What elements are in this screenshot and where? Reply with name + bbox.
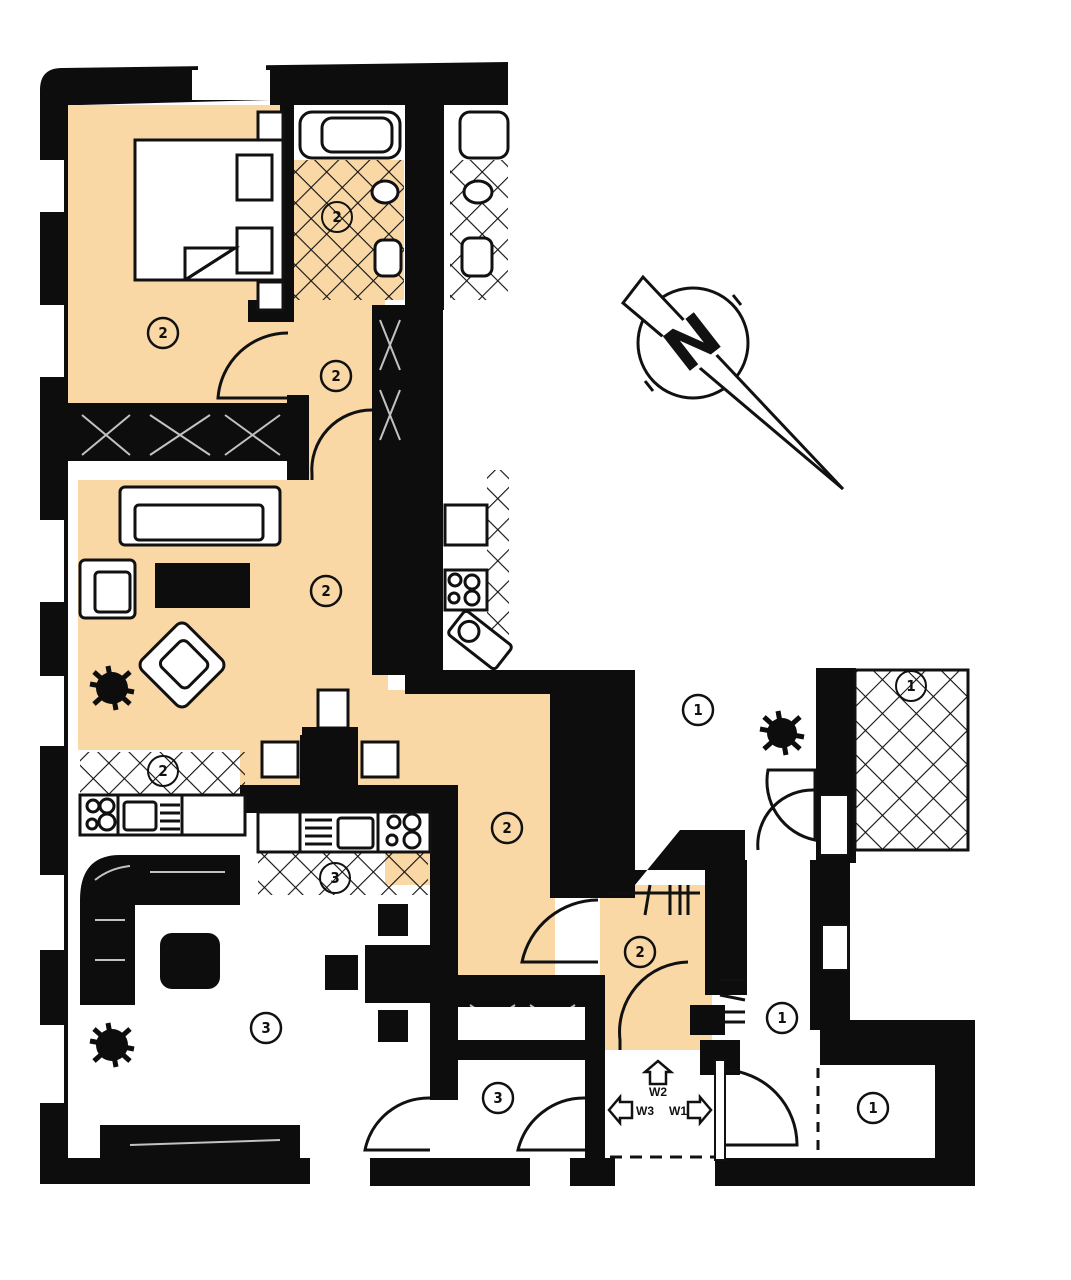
- plant-icon: [89, 665, 135, 711]
- entrance-arrow-icon: [686, 1093, 713, 1127]
- svg-text:2: 2: [158, 324, 167, 342]
- svg-text:W2: W2: [649, 1085, 667, 1099]
- windows: [714, 794, 849, 1161]
- bathroom-unit1-tiles: [855, 670, 968, 850]
- room-marker: 1: [681, 693, 715, 727]
- neighbour-kitchen-tiles: [487, 470, 509, 660]
- furniture: [78, 110, 513, 854]
- door-bedroom: [216, 331, 289, 400]
- entrance-arrow-icon: [607, 1093, 634, 1127]
- svg-text:3: 3: [330, 869, 339, 887]
- kitchen-unit3-tiles: [258, 850, 428, 895]
- room-marker: 2: [321, 201, 353, 233]
- svg-text:1: 1: [868, 1099, 877, 1117]
- room-marker: 2: [309, 574, 343, 608]
- dark-furniture: [80, 563, 408, 1160]
- table-unit3: [160, 933, 220, 989]
- door-living: [310, 408, 373, 480]
- north-arrow-icon: N: [620, 274, 845, 491]
- room-marker: 2: [319, 359, 353, 393]
- svg-text:2: 2: [158, 762, 167, 780]
- svg-text:1: 1: [777, 1009, 786, 1027]
- svg-text:1: 1: [906, 677, 915, 695]
- toilet: [370, 179, 400, 205]
- door-closet-inner: [618, 960, 689, 1050]
- door-unit3-entry: [516, 1096, 586, 1152]
- room-marker: 1: [765, 1001, 799, 1035]
- room-marker: 3: [481, 1081, 515, 1115]
- svg-text:3: 3: [261, 1019, 270, 1037]
- door-unit1-entry: [724, 1068, 799, 1147]
- svg-text:W1: W1: [669, 1104, 687, 1118]
- entrance-markers: W2 W3 W1: [607, 1059, 713, 1127]
- room-marker: 3: [319, 862, 351, 894]
- svg-text:2: 2: [321, 582, 330, 600]
- door-unit1-bath: [756, 788, 816, 851]
- plant-icons: [89, 665, 805, 1068]
- svg-text:2: 2: [331, 367, 340, 385]
- coffee-table: [155, 563, 250, 608]
- door-closet: [520, 898, 599, 964]
- room-marker: 2: [147, 755, 179, 787]
- svg-text:2: 2: [332, 208, 341, 226]
- dining-table: [302, 727, 358, 785]
- room-marker: 2: [490, 811, 524, 845]
- entrance-arrow-icon: [641, 1059, 675, 1086]
- svg-text:W3: W3: [636, 1104, 654, 1118]
- wardrobe-rails: [608, 884, 746, 1024]
- room-marker: 3: [249, 1011, 283, 1045]
- room-marker: 1: [895, 670, 927, 702]
- svg-text:2: 2: [502, 819, 511, 837]
- plant-icon: [89, 1022, 135, 1068]
- room-marker: 2: [623, 935, 657, 969]
- room-markers: 2 2 2 2 2 2 2 3 3 3 1 1 1 1: [146, 201, 927, 1125]
- svg-text:1: 1: [693, 701, 702, 719]
- svg-text:2: 2: [635, 943, 644, 961]
- doors: [216, 331, 820, 1159]
- dark-furniture-highlights: [81, 319, 576, 1146]
- door-unit3-kitchen: [363, 1096, 431, 1152]
- dining-chair: [316, 688, 350, 730]
- room-marker: 2: [146, 316, 180, 350]
- kitchen-unit2-tiles: [80, 752, 245, 794]
- plant-icon: [759, 710, 805, 756]
- room-marker: 1: [856, 1091, 890, 1125]
- svg-text:3: 3: [493, 1089, 502, 1107]
- washbasin: [373, 238, 403, 278]
